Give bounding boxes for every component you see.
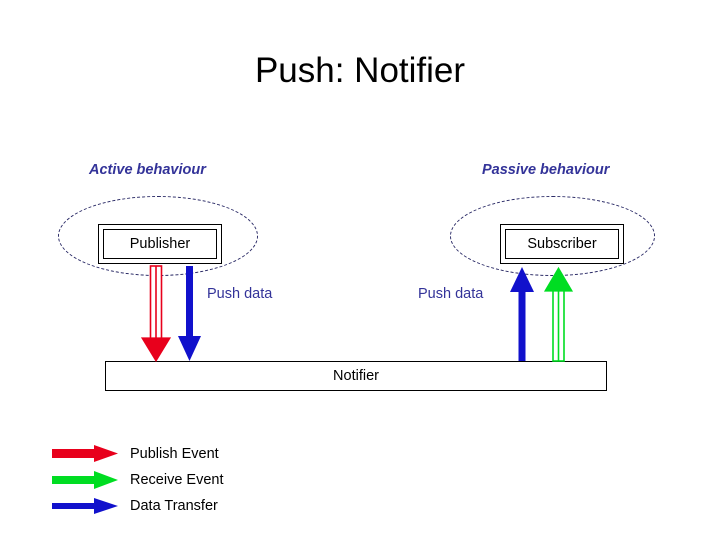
- publisher-node-inner-frame: Publisher: [103, 229, 217, 259]
- subscriber-node-inner-frame: Subscriber: [505, 229, 619, 259]
- legend-label-receive-event: Receive Event: [130, 472, 224, 488]
- region-caption-active: Active behaviour: [89, 162, 206, 178]
- legend-item-data-transfer: Data Transfer: [48, 493, 308, 519]
- flow-label-push-data-right: Push data: [418, 286, 484, 302]
- publish-event-arrow-icon: [52, 445, 118, 462]
- region-caption-passive: Passive behaviour: [482, 162, 610, 178]
- notifier-node[interactable]: Notifier: [105, 361, 607, 391]
- legend-label-data-transfer: Data Transfer: [130, 498, 218, 514]
- arrow-receive-event-up: [543, 266, 574, 362]
- notifier-node-label: Notifier: [333, 367, 379, 384]
- legend-item-publish-event: Publish Event: [48, 441, 308, 467]
- legend: Publish Event Receive Event Data Transfe…: [48, 441, 308, 519]
- publisher-node[interactable]: Publisher: [98, 224, 222, 264]
- arrow-data-transfer-up: [510, 267, 534, 361]
- publisher-node-label: Publisher: [129, 235, 191, 252]
- legend-item-receive-event: Receive Event: [48, 467, 308, 493]
- subscriber-node[interactable]: Subscriber: [500, 224, 624, 264]
- receive-event-arrow-icon: [52, 471, 118, 489]
- data-transfer-arrow-icon: [52, 498, 118, 514]
- subscriber-node-label: Subscriber: [527, 235, 597, 252]
- flow-label-push-data-left: Push data: [207, 286, 273, 302]
- page-title: Push: Notifier: [254, 51, 466, 90]
- arrow-publish-event-down: [140, 265, 172, 363]
- legend-label-publish-event: Publish Event: [130, 446, 219, 462]
- arrow-data-transfer-down: [178, 266, 201, 361]
